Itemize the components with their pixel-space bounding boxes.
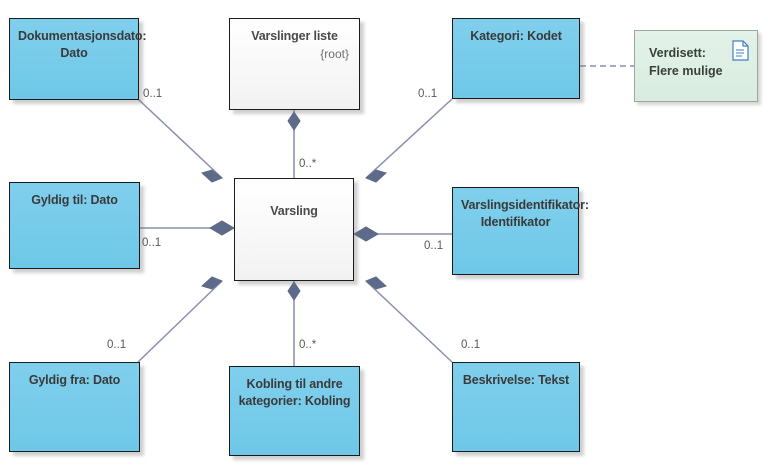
node-varsling[interactable]: Varsling xyxy=(234,178,354,281)
composition-diamond-gyldig-fra xyxy=(201,276,223,290)
multiplicity-gyldig-fra: 0..1 xyxy=(107,339,127,351)
note-verdisett-line2: Flere mulige xyxy=(649,64,723,79)
composition-diamond-kobling xyxy=(287,281,301,301)
node-dokumentasjonsdato[interactable]: Dokumentasjonsdato: Dato xyxy=(9,18,147,100)
node-kategori[interactable]: Kategori: Kodet xyxy=(452,18,580,99)
node-kobling-label: Kobling til andre kategorier: Kobling xyxy=(238,377,351,408)
node-kobling[interactable]: Kobling til andre kategorier: Kobling xyxy=(229,366,360,456)
node-varsling-label: Varsling xyxy=(270,204,318,218)
composition-diamond-varslinger-liste xyxy=(287,111,301,131)
note-verdisett-line1: Verdisett: xyxy=(649,46,706,60)
node-varslinger-liste-stereotype: {root} xyxy=(320,46,349,61)
multiplicity-varslingsidentifikator: 0..1 xyxy=(424,240,444,252)
node-varslingsidentifikator-label: Varslingsidentifikator: Identifikator xyxy=(461,198,589,229)
node-gyldig-til-label: Gyldig til: Dato xyxy=(31,193,118,207)
node-beskrivelse[interactable]: Beskrivelse: Tekst xyxy=(452,362,580,452)
node-varslinger-liste[interactable]: Varslinger liste {root} xyxy=(229,18,360,110)
note-verdisett[interactable]: Verdisett: Flere mulige xyxy=(634,30,758,102)
node-gyldig-til[interactable]: Gyldig til: Dato xyxy=(9,182,140,269)
node-gyldig-fra[interactable]: Gyldig fra: Dato xyxy=(9,362,140,452)
composition-diamond-varslingsidentifikator xyxy=(353,226,379,242)
node-varslinger-liste-label: Varslinger liste xyxy=(251,29,338,43)
node-kategori-label: Kategori: Kodet xyxy=(470,29,562,43)
connector-gyldig-fra xyxy=(137,280,223,363)
composition-diamond-kategori xyxy=(365,169,387,183)
composition-diamond-dokumentasjonsdato xyxy=(201,169,223,183)
multiplicity-kobling: 0..* xyxy=(299,339,317,351)
composition-diamond-gyldig-til xyxy=(209,220,235,236)
connector-dokumentasjonsdato xyxy=(137,98,223,179)
multiplicity-beskrivelse: 0..1 xyxy=(461,339,481,351)
node-gyldig-fra-label: Gyldig fra: Dato xyxy=(28,373,121,387)
composition-diamond-beskrivelse xyxy=(365,276,387,290)
document-icon xyxy=(732,40,749,61)
node-varslingsidentifikator[interactable]: Varslingsidentifikator: Identifikator xyxy=(452,187,589,275)
multiplicity-varslinger-liste: 0..* xyxy=(299,158,317,170)
connector-kategori xyxy=(365,98,453,179)
multiplicity-kategori: 0..1 xyxy=(418,88,438,100)
connector-beskrivelse xyxy=(365,280,453,363)
node-dokumentasjonsdato-label: Dokumentasjonsdato: Dato xyxy=(18,29,147,60)
multiplicity-gyldig-til: 0..1 xyxy=(142,237,162,249)
multiplicity-dokumentasjonsdato: 0..1 xyxy=(143,88,163,100)
node-beskrivelse-label: Beskrivelse: Tekst xyxy=(462,373,570,387)
